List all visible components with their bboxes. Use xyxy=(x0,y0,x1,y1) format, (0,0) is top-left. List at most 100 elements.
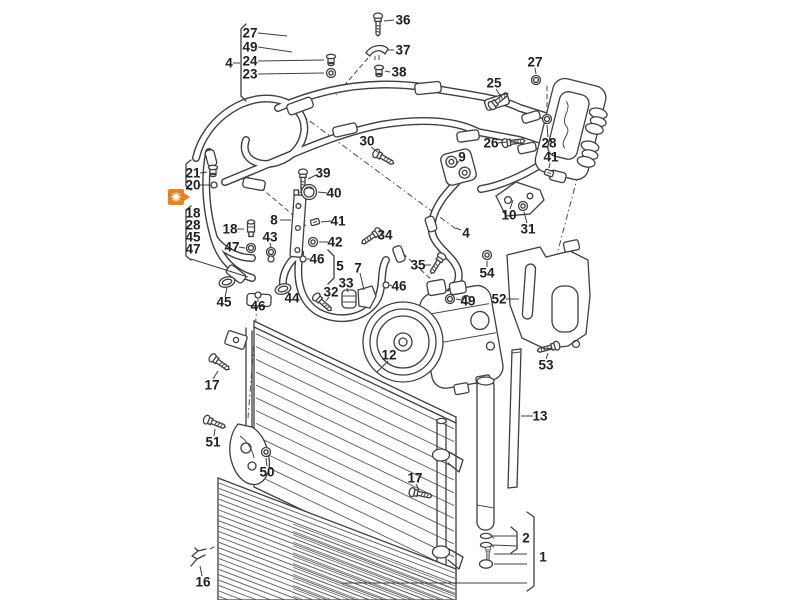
part-callout-31[interactable]: 31 xyxy=(520,222,536,237)
part-glyph-capellipse xyxy=(478,559,494,569)
leader-line xyxy=(213,428,216,437)
part-callout-36[interactable]: 36 xyxy=(395,13,411,28)
bracket-part10 xyxy=(495,181,545,217)
part-callout-28[interactable]: 28 xyxy=(185,218,201,233)
part-callout-30[interactable]: 30 xyxy=(359,134,374,149)
part-callout-49[interactable]: 49 xyxy=(460,294,475,309)
part-callout-27[interactable]: 27 xyxy=(242,26,257,41)
bracket-part8 xyxy=(289,194,307,258)
part-callout-26[interactable]: 26 xyxy=(483,136,499,151)
part-glyph-clamp37 xyxy=(365,44,389,61)
service-fitting-upper xyxy=(431,448,464,473)
part-callout-54[interactable]: 54 xyxy=(479,266,495,281)
part-callout-18[interactable]: 18 xyxy=(222,222,238,237)
expansion-valve-artwork xyxy=(534,77,608,184)
part-callout-49[interactable]: 49 xyxy=(242,40,257,55)
part-glyph-stem18 xyxy=(246,219,256,238)
part-callout-7[interactable]: 7 xyxy=(354,261,362,276)
part-callout-5[interactable]: 5 xyxy=(336,259,344,274)
leader-line xyxy=(257,59,325,62)
leader-line xyxy=(383,19,395,22)
part-callout-46[interactable]: 46 xyxy=(250,299,266,314)
part-callout-46[interactable]: 46 xyxy=(391,279,407,294)
leader-line xyxy=(257,72,325,75)
leader-line xyxy=(286,291,291,295)
leader-line xyxy=(497,141,508,144)
part-callout-27[interactable]: 27 xyxy=(527,55,542,70)
part-glyph-ring xyxy=(254,291,262,299)
part-callout-34[interactable]: 34 xyxy=(377,228,393,243)
part-callout-4[interactable]: 4 xyxy=(225,56,233,71)
part-callout-42[interactable]: 42 xyxy=(327,235,342,250)
part-callout-17[interactable]: 17 xyxy=(204,378,219,393)
asterisk-glyph-icon xyxy=(171,192,181,202)
part-callout-12[interactable]: 12 xyxy=(381,348,396,363)
part-callout-43[interactable]: 43 xyxy=(262,230,278,245)
part-callout-9[interactable]: 9 xyxy=(458,150,466,165)
part-callout-2[interactable]: 2 xyxy=(522,531,530,546)
part-callout-25[interactable]: 25 xyxy=(486,76,502,91)
part-callout-28[interactable]: 28 xyxy=(541,136,557,151)
part-callout-41[interactable]: 41 xyxy=(330,214,346,229)
part-callout-41[interactable]: 41 xyxy=(543,150,559,165)
part-glyph-screw xyxy=(370,147,397,169)
part-callout-51[interactable]: 51 xyxy=(205,435,221,450)
part-callout-35[interactable]: 35 xyxy=(410,258,426,273)
part-glyph-screw xyxy=(206,351,233,374)
part-callout-45[interactable]: 45 xyxy=(185,230,201,245)
part-glyph-oring xyxy=(444,293,456,305)
workshop-marker-icon[interactable] xyxy=(168,189,190,205)
compressor-artwork xyxy=(362,278,504,396)
part-callout-32[interactable]: 32 xyxy=(323,285,338,300)
service-fitting-lower xyxy=(431,545,464,570)
part-callout-8[interactable]: 8 xyxy=(270,213,278,228)
part-callout-38[interactable]: 38 xyxy=(391,65,407,80)
part-callout-21[interactable]: 21 xyxy=(185,166,201,181)
part-callout-37[interactable]: 37 xyxy=(395,43,410,58)
leader-line xyxy=(495,88,501,96)
part-callout-40[interactable]: 40 xyxy=(326,186,341,201)
leader-line xyxy=(325,296,330,302)
part-glyph-screw xyxy=(484,546,492,561)
part-callout-53[interactable]: 53 xyxy=(538,358,554,373)
part-callout-17[interactable]: 17 xyxy=(407,471,422,486)
leader-line xyxy=(545,352,549,360)
part-glyph-nut xyxy=(307,236,319,248)
part-glyph-screw xyxy=(201,413,228,432)
part-callout-13[interactable]: 13 xyxy=(532,409,548,424)
part-callout-47[interactable]: 47 xyxy=(185,242,200,257)
latch-bracket-artwork xyxy=(229,423,271,486)
part-callout-24[interactable]: 24 xyxy=(242,54,258,69)
part-callout-10[interactable]: 10 xyxy=(501,208,516,223)
part-callout-44[interactable]: 44 xyxy=(284,291,300,306)
part-callout-45[interactable]: 45 xyxy=(216,295,232,310)
part-callout-33[interactable]: 33 xyxy=(338,276,354,291)
junction-block-part9 xyxy=(440,148,477,186)
part-callout-46[interactable]: 46 xyxy=(309,252,325,267)
part-callout-52[interactable]: 52 xyxy=(491,292,506,307)
part-glyph-grommet xyxy=(325,53,337,67)
part-callout-1[interactable]: 1 xyxy=(539,550,547,565)
part-glyph-nut xyxy=(481,249,493,261)
part-glyph-ring xyxy=(382,281,390,289)
part-callout-18[interactable]: 18 xyxy=(185,206,201,221)
bracket-part7 xyxy=(357,285,377,309)
part-glyph-grommet xyxy=(207,164,219,178)
part-callout-20[interactable]: 20 xyxy=(185,178,200,193)
leader-line xyxy=(307,174,317,180)
part-glyph-oring xyxy=(530,74,542,86)
part-callout-39[interactable]: 39 xyxy=(315,166,330,181)
part-callout-47[interactable]: 47 xyxy=(224,240,239,255)
part-callout-4[interactable]: 4 xyxy=(462,226,470,241)
part-callout-23[interactable]: 23 xyxy=(242,67,258,82)
part-glyph-barrel xyxy=(341,289,357,309)
part-glyph-nut xyxy=(260,446,272,458)
leader-line xyxy=(534,67,537,75)
part-callout-16[interactable]: 16 xyxy=(195,575,211,590)
part-callout-50[interactable]: 50 xyxy=(259,465,274,480)
part-glyph-oring xyxy=(245,242,257,254)
leader-lines-layer xyxy=(199,19,551,577)
part-glyph-nut xyxy=(517,200,529,212)
grouping-brackets xyxy=(185,23,535,592)
